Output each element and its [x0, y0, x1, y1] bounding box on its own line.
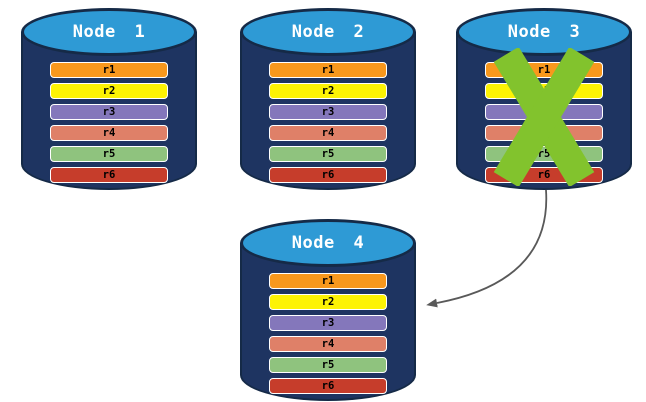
replica-stack: r1 r2 r3 r4 r5 r6: [50, 62, 168, 183]
failure-x-icon: [493, 48, 595, 186]
row-bar-r1: r1: [50, 62, 168, 78]
row-bar-r2: r2: [50, 83, 168, 99]
row-bar-r3: r3: [269, 104, 387, 120]
row-bar-r4: r4: [269, 336, 387, 352]
node-title: Node 3: [507, 22, 581, 42]
row-bar-r5: r5: [50, 146, 168, 162]
node-title: Node 4: [291, 233, 365, 253]
cylinder-top: Node 3: [456, 8, 632, 56]
row-bar-r1: r1: [269, 62, 387, 78]
row-bar-r4: r4: [50, 125, 168, 141]
row-bar-r3: r3: [269, 315, 387, 331]
row-bar-r2: r2: [269, 83, 387, 99]
row-bar-r5: r5: [269, 357, 387, 373]
row-bar-r1: r1: [269, 273, 387, 289]
node-1: Node 1 r1 r2 r3 r4 r5 r6: [21, 8, 197, 190]
row-bar-r6: r6: [269, 378, 387, 394]
node-title: Node 1: [72, 22, 146, 42]
replica-stack: r1 r2 r3 r4 r5 r6: [269, 273, 387, 394]
node-2: Node 2 r1 r2 r3 r4 r5 r6: [240, 8, 416, 190]
cylinder-top: Node 2: [240, 8, 416, 56]
row-bar-r2: r2: [269, 294, 387, 310]
row-bar-r5: r5: [269, 146, 387, 162]
node-title: Node 2: [291, 22, 365, 42]
cylinder-top: Node 4: [240, 219, 416, 267]
row-bar-r3: r3: [50, 104, 168, 120]
arrow-curve: [426, 189, 548, 308]
row-bar-r6: r6: [50, 167, 168, 183]
row-bar-r4: r4: [269, 125, 387, 141]
node-4: Node 4 r1 r2 r3 r4 r5 r6: [240, 219, 416, 401]
cylinder-top: Node 1: [21, 8, 197, 56]
row-bar-r6: r6: [269, 167, 387, 183]
replica-stack: r1 r2 r3 r4 r5 r6: [269, 62, 387, 183]
